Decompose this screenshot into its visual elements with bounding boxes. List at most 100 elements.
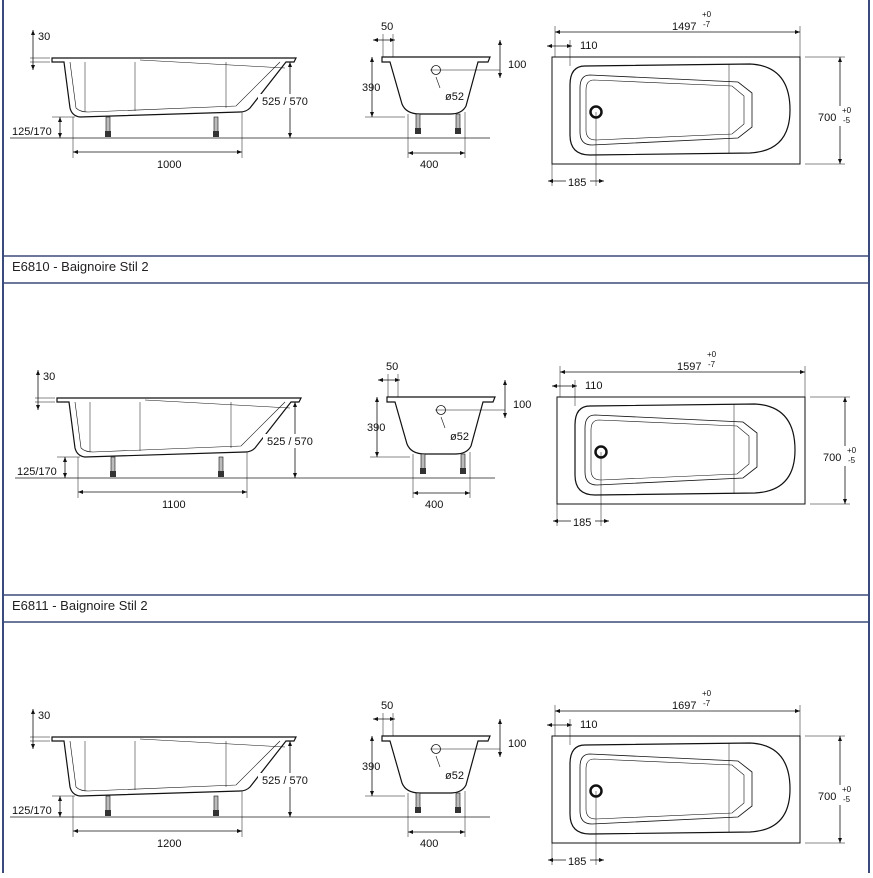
slope-line [144, 399, 291, 409]
support-leg [455, 113, 461, 131]
basin-outer-rim [569, 742, 791, 835]
length-label: 1000 [157, 159, 181, 171]
width-tolerance-minus: -5 [843, 116, 851, 125]
width-tolerance-plus: +0 [842, 785, 852, 794]
length-tolerance-minus: -7 [703, 20, 711, 29]
bathtub-top-outline [556, 396, 806, 505]
bathtub-top-outline [551, 56, 801, 165]
overflow-diameter-label: ø52 [445, 91, 464, 103]
basin-inner-rim [584, 414, 758, 486]
overall-width-label: 700 [823, 452, 841, 464]
rim-thickness-label: 30 [38, 710, 50, 722]
bathtub-inner-outline [69, 740, 281, 792]
leg-foot [213, 131, 219, 137]
basin-outer-rim [569, 63, 791, 156]
leader-line [435, 76, 441, 89]
rim-thickness-label: 30 [38, 31, 50, 43]
basin-floor [590, 419, 750, 481]
basin-outer-rim [574, 403, 796, 496]
leg-spacing-label: 400 [420, 838, 438, 850]
bathtub-inner-outline [74, 401, 286, 453]
rim-width-dimension-arrowheads [373, 38, 395, 42]
total-height-label: 525 / 570 [262, 775, 308, 787]
drain-offset-label: 185 [573, 517, 591, 529]
label-bg [821, 446, 861, 466]
section-caption: E6811 - Baignoire Stil 2 [12, 598, 148, 613]
slope-line [139, 59, 286, 69]
rim-width-dimension-arrowheads [378, 378, 400, 382]
drain-offset-label: 185 [568, 177, 586, 189]
leg-foot [455, 128, 461, 134]
depth-label: 390 [362, 761, 380, 773]
label-bg [258, 773, 320, 787]
width-tolerance-plus: +0 [847, 446, 857, 455]
overall-length-label: 1497 [672, 21, 696, 33]
edge-offset-label: 110 [585, 380, 603, 392]
bathtub-end-outline [381, 735, 491, 794]
overall-length-label: 1597 [677, 361, 701, 373]
leg-foot [105, 131, 111, 137]
length-label: 1200 [157, 838, 181, 850]
support-leg [460, 453, 466, 471]
bathtub-end-outline [381, 56, 491, 115]
leg-foot [110, 471, 116, 477]
length-tolerance-plus: +0 [702, 689, 712, 698]
edge-offset-dimension-arrowheads [547, 44, 572, 48]
overflow-diameter-label: ø52 [445, 770, 464, 782]
overflow-offset-label: 100 [508, 738, 526, 750]
label-bg [258, 94, 320, 108]
edge-offset-dimension-arrowheads [547, 723, 572, 727]
rim-width-label: 50 [381, 700, 393, 712]
base-height-dimension-arrowheads [58, 117, 62, 138]
bathtub-side-outline [51, 57, 297, 118]
leg-foot [415, 807, 421, 813]
leg-foot [415, 128, 421, 134]
leg-foot [455, 807, 461, 813]
length-tolerance-minus: -7 [703, 699, 711, 708]
depth-label: 390 [367, 422, 385, 434]
length-tolerance-plus: +0 [707, 350, 717, 359]
label-bg [816, 785, 856, 805]
leg-foot [460, 468, 466, 474]
length-tolerance-plus: +0 [702, 10, 712, 19]
label-bg [816, 106, 856, 126]
rim-thickness-dimension-arrowheads [31, 709, 35, 749]
basin-inner-rim [579, 753, 753, 825]
support-leg [213, 795, 219, 813]
support-leg [218, 456, 224, 474]
edge-offset-dimension-arrowheads [552, 384, 577, 388]
rim-width-label: 50 [381, 21, 393, 33]
basin-floor [585, 758, 745, 820]
label-bg [566, 174, 590, 188]
rim-thickness-dimension-arrowheads [36, 370, 40, 410]
bathtub-end-outline [386, 396, 496, 455]
support-leg [105, 795, 111, 813]
leg-foot [218, 471, 224, 477]
width-tolerance-minus: -5 [843, 795, 851, 804]
length-label: 1100 [162, 499, 186, 511]
length-tolerance-minus: -7 [708, 360, 716, 369]
bathtub-side-outline [56, 397, 302, 458]
leg-foot [420, 468, 426, 474]
rim-width-label: 50 [386, 361, 398, 373]
total-height-label: 525 / 570 [262, 96, 308, 108]
support-leg [415, 113, 421, 131]
overflow-offset-label: 100 [508, 59, 526, 71]
base-height-dimension-arrowheads [63, 457, 67, 478]
leg-foot [213, 810, 219, 816]
edge-offset-label: 110 [580, 719, 598, 731]
rim-thickness-label: 30 [43, 371, 55, 383]
bathtub-inner-outline [69, 61, 281, 113]
width-tolerance-plus: +0 [842, 106, 852, 115]
total-height-label: 525 / 570 [267, 436, 313, 448]
